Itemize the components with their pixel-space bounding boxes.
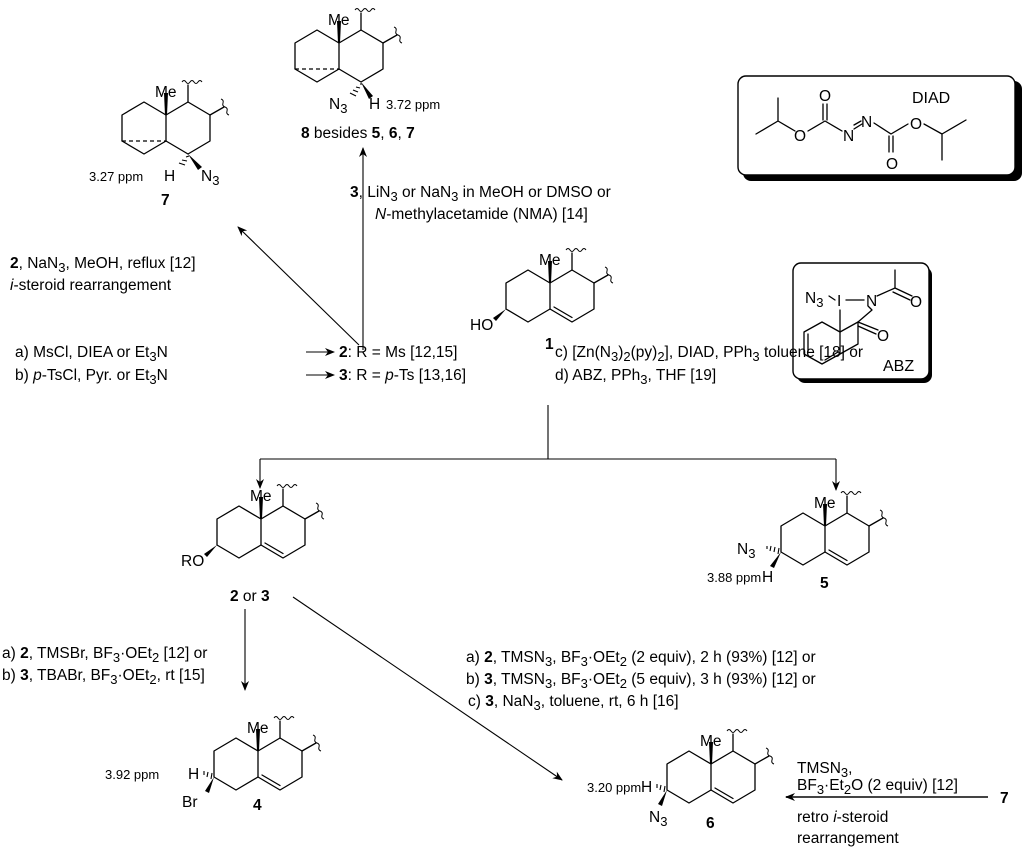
me-label: Me <box>328 12 350 29</box>
compound-7-number: 7 <box>161 192 170 209</box>
mitsunobu-c: c) [Zn(N3)2(py)2], DIAD, PPh3 toluene [1… <box>555 344 863 364</box>
activation-a: a) MsCl, DIEA or Et3N <box>15 344 168 364</box>
svg-text:O: O <box>794 128 806 145</box>
h-label: H <box>369 96 380 113</box>
me-label: Me <box>539 252 561 269</box>
reagent-to-6-a: a) 2, TMSN3, BF3·OEt2 (2 equiv), 2 h (93… <box>466 649 816 669</box>
compound-6: H 3.20 ppm N3 Me 6 <box>587 729 775 832</box>
reagent-to-7-line2: i-steroid rearrangement <box>10 277 172 294</box>
activation-a-product: 2: R = Ms [12,15] <box>339 344 457 361</box>
activation-b: b) p-TsCl, Pyr. or Et3N <box>15 367 168 387</box>
compound-2-or-3-caption: 2 or 3 <box>230 588 270 605</box>
bromo-label: Br <box>182 794 198 811</box>
chemical-shift-4: 3.92 ppm <box>105 767 159 782</box>
chemical-shift-8: 3.72 ppm <box>386 97 440 112</box>
arrow-to-6 <box>292 596 563 781</box>
compound-5: N3 H 3.88 ppm Me 5 <box>707 491 889 592</box>
reagent-to-8-line1: 3, LiN3 or NaN3 in MeOH or DMSO or <box>350 184 611 204</box>
azide-label: N3 <box>649 809 667 829</box>
reagent-to-6-b: b) 3, TMSN3, BF3·OEt2 (5 equiv), 3 h (93… <box>466 671 816 691</box>
retro-start-compound: 7 <box>1000 790 1009 807</box>
me-label: Me <box>814 495 836 512</box>
diad-label: DIAD <box>912 90 950 107</box>
svg-text:O: O <box>886 156 898 173</box>
compound-1-number: 1 <box>545 336 554 353</box>
chemical-shift-5: 3.88 ppm <box>707 570 761 585</box>
reagent-to-8-line2: N-methylacetamide (NMA) [14] <box>375 206 588 223</box>
compound-5-number: 5 <box>820 575 829 592</box>
mitsunobu-d: d) ABZ, PPh3, THF [19] <box>555 367 716 387</box>
svg-text:O: O <box>910 294 922 311</box>
svg-text:N3: N3 <box>805 290 823 310</box>
svg-text:O: O <box>910 116 922 133</box>
chemical-shift-7: 3.27 ppm <box>89 169 143 184</box>
alkoxy-label: RO <box>181 553 204 570</box>
retro-line2: BF3·Et2O (2 equiv) [12] <box>797 777 958 797</box>
retro-line4: rearrangement <box>797 830 899 847</box>
compound-8: N3 H 3.72 ppm Me 8 besides 5, 6, 7 <box>294 8 440 142</box>
abz-label: ABZ <box>883 358 914 375</box>
svg-text:I: I <box>837 293 841 310</box>
diad-reagent-box: O O N N O O DIAD <box>737 75 1022 181</box>
h-label: H <box>164 168 175 185</box>
hydroxyl-label: HO <box>470 317 493 334</box>
h-label: H <box>762 569 773 586</box>
me-label: Me <box>250 488 272 505</box>
reagent-to-4-a: a) 2, TMSBr, BF3·OEt2 [12] or <box>2 645 207 665</box>
compound-1: HO Me 1 <box>470 248 614 353</box>
me-label: Me <box>700 733 722 750</box>
reagent-to-7-line1: 2, NaN3, MeOH, reflux [12] <box>10 255 196 275</box>
activation-b-product: 3: R = p-Ts [13,16] <box>339 367 466 384</box>
reagent-to-4-b: b) 3, TBABr, BF3·OEt2, rt [15] <box>2 667 205 687</box>
chemical-shift-6: 3.20 ppm <box>587 780 641 795</box>
abz-reagent-box: N3 I N O O ABZ <box>792 262 932 383</box>
svg-text:N: N <box>866 293 877 310</box>
compound-8-caption: 8 besides 5, 6, 7 <box>301 125 415 142</box>
azide-label: N3 <box>329 96 347 116</box>
svg-text:O: O <box>819 88 831 105</box>
compound-6-number: 6 <box>706 815 715 832</box>
compound-2-or-3: RO Me 2 or 3 <box>181 484 325 605</box>
azide-label: N3 <box>201 168 219 188</box>
retro-line3: retro i-steroid <box>797 809 888 826</box>
me-label: Me <box>155 84 177 101</box>
azide-label: N3 <box>737 541 755 561</box>
arrow-to-7 <box>237 226 360 346</box>
svg-text:O: O <box>877 328 889 345</box>
h-label: H <box>188 766 199 783</box>
retro-line1: TMSN3, <box>797 760 852 780</box>
svg-text:N: N <box>861 114 872 131</box>
compound-4-number: 4 <box>253 797 262 814</box>
svg-text:N: N <box>843 128 854 145</box>
me-label: Me <box>247 720 269 737</box>
reagent-to-6-c: c) 3, NaN3, toluene, rt, 6 h [16] <box>468 693 679 713</box>
compound-7: H N3 3.27 ppm Me 7 <box>89 80 230 209</box>
h-label: H <box>641 779 652 796</box>
compound-4: H 3.92 ppm Br Me 4 <box>105 716 322 814</box>
